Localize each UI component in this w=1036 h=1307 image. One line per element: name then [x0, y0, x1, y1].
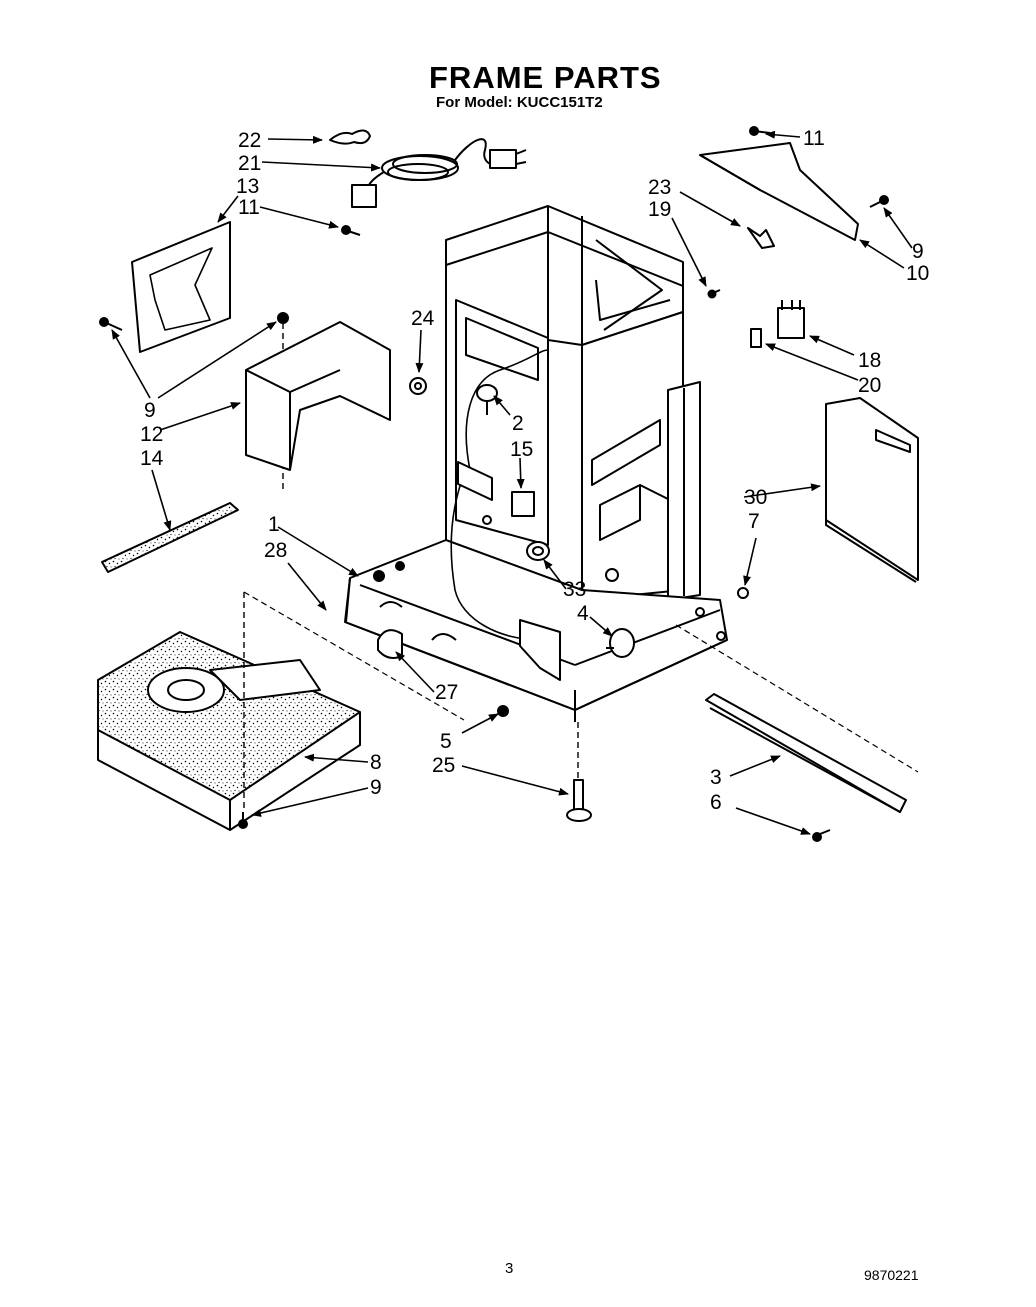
base-pan-part — [97, 591, 465, 831]
callout-21: 21 — [238, 152, 261, 175]
callout-14: 14 — [140, 447, 164, 470]
knob-part — [476, 384, 498, 415]
page-number: 3 — [505, 1260, 514, 1277]
callout-9: 9 — [144, 399, 156, 422]
callout-9-bottom: 9 — [370, 776, 382, 799]
callout-labels: 22 21 13 11 9 12 14 24 2 15 1 28 33 4 27… — [140, 127, 929, 814]
page-title: FRAME PARTS — [429, 60, 662, 95]
callout-4: 4 — [577, 602, 589, 625]
callout-6: 6 — [710, 791, 722, 814]
screw-part-19 — [707, 289, 721, 299]
callout-11: 11 — [238, 196, 260, 219]
cabinet-frame — [344, 205, 728, 722]
callout-25: 25 — [432, 754, 455, 777]
switch-part — [511, 491, 535, 517]
leveling-leg-part — [566, 722, 592, 822]
callout-11-top: 11 — [803, 127, 825, 150]
grommet-part — [409, 377, 427, 395]
callout-27: 27 — [435, 681, 458, 704]
callout-9-right: 9 — [912, 240, 924, 263]
callout-30: 30 — [744, 486, 767, 509]
callout-2: 2 — [512, 412, 524, 435]
callout-5: 5 — [440, 730, 452, 753]
leader-lines — [111, 130, 913, 835]
switch-part-18 — [777, 300, 805, 339]
document-number: 9870221 — [864, 1267, 919, 1283]
screw-part-11 — [341, 225, 361, 236]
bracket-part-10 — [699, 126, 889, 241]
nut-part-5 — [497, 705, 509, 717]
callout-20: 20 — [858, 374, 881, 397]
callout-28: 28 — [264, 539, 287, 562]
callout-15: 15 — [510, 438, 533, 461]
hinge-part-23 — [747, 227, 775, 249]
rail-part-3 — [675, 624, 919, 813]
bushing-part-33 — [526, 541, 550, 561]
side-panel-part-30 — [825, 397, 919, 583]
callout-7: 7 — [748, 510, 760, 533]
callout-12: 12 — [140, 423, 163, 446]
screw-part-6 — [812, 829, 831, 842]
power-cord-part — [351, 138, 527, 208]
callout-1: 1 — [268, 513, 280, 536]
screw-part-9 — [99, 312, 289, 492]
callout-18: 18 — [858, 349, 881, 372]
left-side-panel-part — [131, 221, 231, 353]
cord-clamp-part — [329, 129, 371, 145]
nut-part-7 — [737, 587, 749, 599]
callout-3: 3 — [710, 766, 722, 789]
callout-13: 13 — [236, 175, 259, 198]
model-subtitle: For Model: KUCC151T2 — [436, 94, 603, 111]
insulation-strip-part — [101, 502, 239, 573]
callout-33: 33 — [563, 578, 586, 601]
callout-23: 23 — [648, 176, 671, 199]
callout-19: 19 — [648, 198, 671, 221]
callout-10: 10 — [906, 262, 929, 285]
motor-mount-part — [606, 628, 635, 658]
callout-24: 24 — [411, 307, 435, 330]
callout-8: 8 — [370, 751, 382, 774]
cover-part — [245, 321, 391, 471]
plate-part-20 — [750, 328, 762, 348]
screw-part-9-bottom — [238, 812, 248, 829]
callout-22: 22 — [238, 129, 261, 152]
